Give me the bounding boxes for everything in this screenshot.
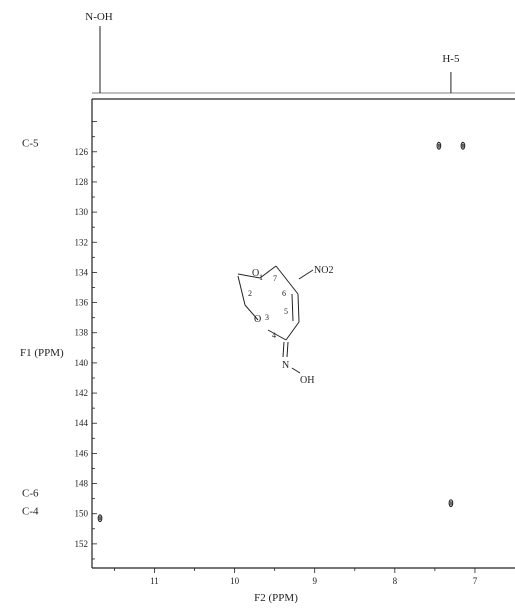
ring-num-2: 2 [248,289,252,298]
x-tick-label: 7 [473,576,478,586]
y-tick-label: 130 [75,207,89,217]
ring-num-4: 4 [272,331,276,340]
y-tick-label: 138 [75,328,89,338]
peak-labels: N-OH H-5C-5C-6C-4 [22,11,460,518]
y-tick-label: 148 [75,479,89,489]
y-axis-ticks: 126 128 130 132 134 136 138 140 142 144 146 148 150 1… [75,121,97,560]
y-tick-label: 128 [75,177,89,187]
y-axis-label: F1 (PPM) [20,347,64,359]
y-tick-label: 126 [75,147,89,157]
cross-peak [97,514,103,523]
ring-num-6: 6 [282,289,286,298]
projection-peak-label: N-OH [85,11,113,23]
ring-num-5: 5 [284,307,288,316]
y-tick-label: 132 [75,237,89,247]
row-label: C-4 [22,506,39,518]
cross-peak [436,141,442,150]
projection-peak-label: H-5 [442,53,460,65]
y-tick-label: 134 [75,267,89,277]
y-tick-label: 144 [75,418,89,428]
nitro-group-label: NO2 [314,265,333,276]
cross-peak [460,141,466,150]
x-tick-label: 11 [150,576,159,586]
cross-peak-contour [99,516,101,521]
ring-num-3: 3 [265,313,269,322]
oxime-nitrogen-label: N [282,360,289,371]
y-tick-label: 136 [75,298,89,308]
top-projection-spectrum [92,26,515,94]
cross-peak-contour [461,143,464,148]
ring-num-7: 7 [273,274,277,283]
ring-atom-o3: O [254,314,261,325]
plot-frame [91,98,515,569]
molecule-labels: O 1 7 6 2 5 O 3 4 NO2 N OH [248,265,333,386]
row-label: C-5 [22,138,39,150]
cross-peak-contour [449,501,452,506]
y-tick-label: 140 [75,358,89,368]
x-axis-label: F2 (PPM) [254,592,298,604]
oxime-hydroxyl-label: OH [300,375,314,386]
cross-peaks [97,141,466,523]
x-tick-label: 9 [312,576,317,586]
ring-num-1: 1 [259,273,263,282]
molecule-structure [237,265,314,374]
y-tick-label: 146 [75,448,89,458]
x-axis-ticks: 11 10 9 8 7 [114,568,478,586]
cross-peak [448,499,454,508]
cross-peak-contour [437,143,440,148]
ring-atom-o1: O [252,268,259,279]
x-tick-label: 8 [393,576,398,586]
y-tick-label: 150 [75,509,89,519]
y-tick-label: 152 [75,539,89,549]
row-label: C-6 [22,488,39,500]
y-tick-label: 142 [75,388,89,398]
x-tick-label: 10 [230,576,240,586]
